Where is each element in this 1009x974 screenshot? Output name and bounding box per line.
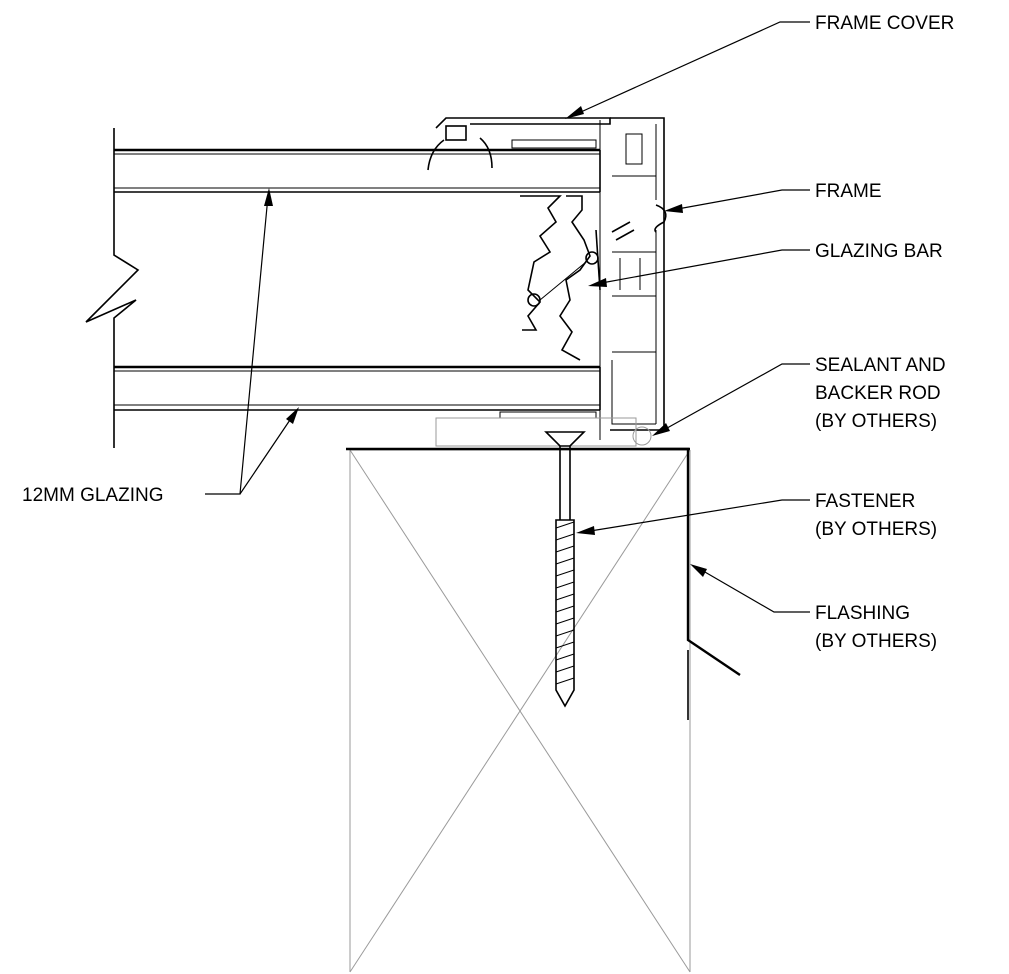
frame-profile (599, 117, 667, 440)
frame-clip (611, 221, 635, 241)
sealant-arrowhead (652, 423, 670, 436)
glazing-bar-leader (595, 249, 810, 285)
label-frame-cover: FRAME COVER (815, 13, 954, 34)
glazing-bar-arrowhead (588, 278, 607, 287)
label-12mm-glazing: 12MM GLAZING (22, 485, 163, 506)
frame-base (611, 360, 656, 425)
frame-cover-arrowhead (565, 106, 584, 119)
label-sealant-line3: (BY OTHERS) (815, 411, 937, 432)
frame-leader (671, 189, 810, 211)
label-flashing-line2: (BY OTHERS) (815, 631, 937, 652)
fastener-shank (559, 446, 571, 520)
fastener-thread-body (555, 519, 575, 708)
sealant-leader (659, 363, 810, 433)
fastener-threads (555, 521, 575, 685)
glazing-bar-web (539, 261, 587, 301)
flashing-arrowhead (690, 564, 707, 577)
break-line (85, 128, 140, 448)
frame-cover-top (435, 117, 611, 129)
fastener-arrowhead (576, 526, 595, 535)
fastener-head (544, 431, 586, 447)
label-frame: FRAME (815, 181, 882, 202)
label-sealant-line2: BACKER ROD (815, 383, 941, 404)
frame-cover-leader (571, 21, 810, 117)
glazing-bar-left-profile (520, 195, 562, 331)
lower-gasket-strip (499, 411, 597, 419)
label-sealant-line1: SEALANT AND (815, 355, 946, 376)
frame-cover (427, 117, 611, 171)
leaders (205, 21, 810, 613)
flashing-leader (697, 567, 810, 613)
label-flashing-line1: FLASHING (815, 603, 910, 624)
frame-outer-wall (610, 117, 665, 431)
glazing-leader-lower (239, 413, 295, 495)
label-glazing-bar: GLAZING BAR (815, 241, 943, 262)
support-block (346, 447, 691, 973)
glazing-bar-right-profile (559, 195, 591, 361)
glazing-arrowhead-lower (286, 407, 299, 424)
glazing-bar-leg (595, 229, 601, 291)
frame-cover-gasket-strip (511, 139, 597, 149)
frame-chamber (619, 258, 641, 290)
fastener (544, 431, 586, 708)
label-fastener-line2: (BY OTHERS) (815, 519, 937, 540)
flashing (650, 447, 741, 720)
glazing-panels (85, 128, 601, 448)
backer-rod (632, 426, 652, 446)
glazing-bar (520, 195, 601, 361)
support-block-cross-b (349, 449, 691, 973)
callout-labels: FRAME COVER FRAME GLAZING BAR SEALANT AN… (22, 13, 954, 652)
label-fastener-line1: FASTENER (815, 491, 915, 512)
frame-webs (612, 175, 656, 353)
frame-screw-port (625, 133, 643, 165)
frame-key (654, 204, 667, 233)
base-packer (435, 417, 637, 447)
frame-cover-snap (445, 125, 467, 141)
glazing-arrowhead-upper (264, 188, 273, 206)
flashing-profile (650, 447, 741, 676)
frame-arrowhead (664, 204, 683, 213)
glazing-leader-upper (205, 195, 269, 495)
fastener-leader (583, 499, 810, 533)
frame-cover-gaskets (427, 137, 493, 171)
